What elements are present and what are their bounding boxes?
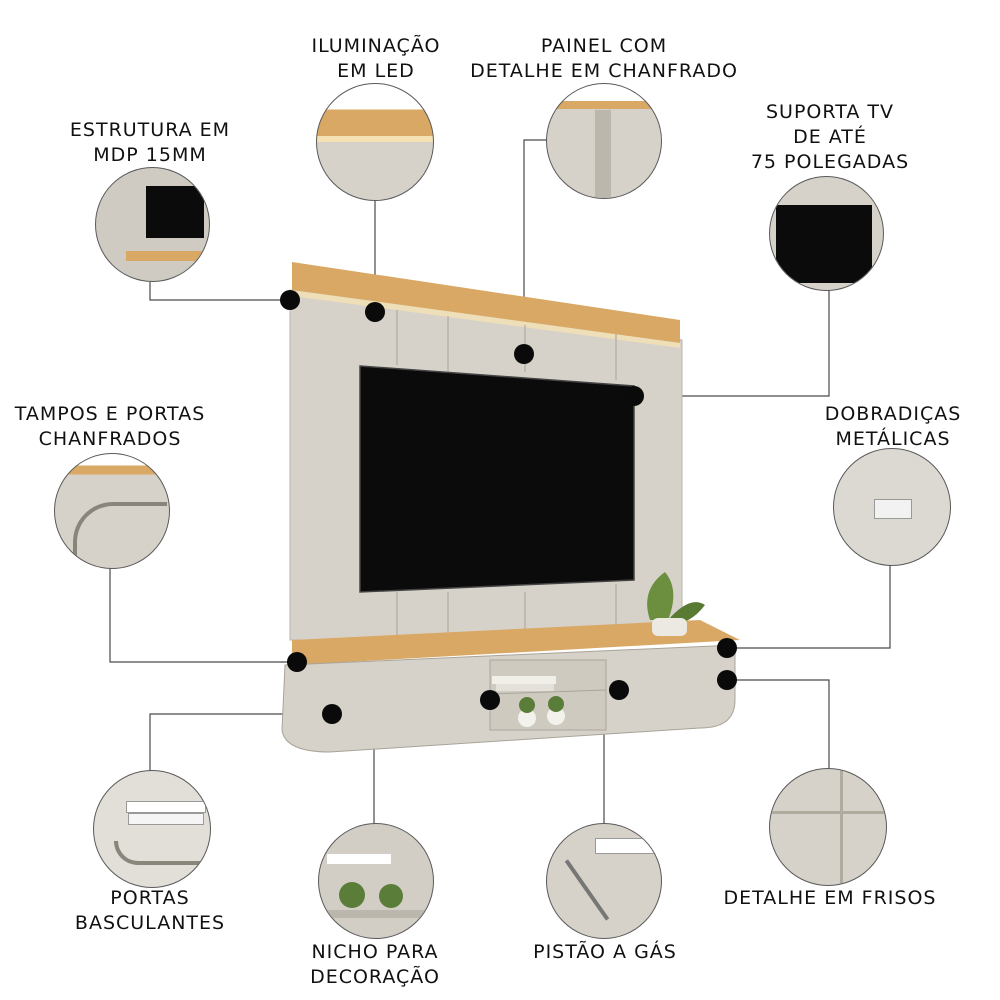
label-suporta: SUPORTA TV DE ATÉ 75 POLEGADAS	[750, 101, 910, 173]
detail-circle-iluminacao	[316, 83, 434, 201]
marker-portas	[322, 704, 342, 724]
connector-painel	[523, 139, 548, 354]
detail-circle-frisos	[769, 768, 887, 886]
wood-top-strip	[292, 262, 680, 343]
detail-circle-painel	[546, 83, 662, 199]
detail-circle-estrutura	[95, 167, 210, 282]
marker-nicho	[480, 690, 500, 710]
label-frisos: DETALHE EM FRISOS	[723, 887, 937, 909]
connector-frisos	[727, 679, 830, 770]
label-estrutura: ESTRUTURA EM MDP 15MM	[69, 119, 231, 166]
detail-circle-pistao	[546, 823, 662, 939]
label-pistao: PISTÃO A GÁS	[533, 941, 677, 963]
led-glow	[292, 290, 680, 348]
connector-tampos	[109, 565, 297, 663]
detail-circle-dobradicas	[833, 448, 951, 566]
label-portas: PORTAS BASCULANTES	[74, 887, 226, 934]
connector-portas	[149, 713, 332, 772]
detail-circle-portas	[93, 770, 211, 888]
wood-shelf	[292, 620, 740, 665]
marker-painel	[514, 344, 534, 364]
marker-suporta	[624, 386, 644, 406]
detail-circle-suporta	[769, 176, 884, 291]
tv-screen	[359, 365, 635, 593]
connector-estrutura	[149, 282, 290, 301]
marker-iluminacao	[365, 302, 385, 322]
connector-dobradicas	[727, 560, 891, 649]
label-dobradicas: DOBRADIÇAS METÁLICAS	[824, 403, 962, 450]
marker-pistao	[609, 680, 629, 700]
label-tampos: TAMPOS E PORTAS CHANFRADOS	[14, 403, 206, 450]
marker-frisos	[717, 670, 737, 690]
label-nicho: NICHO PARA DECORAÇÃO	[310, 941, 440, 988]
detail-circle-tampos	[54, 453, 170, 569]
detail-circle-nicho	[318, 823, 434, 939]
label-iluminacao: ILUMINAÇÃO EM LED	[311, 35, 441, 82]
label-painel: PAINEL COM DETALHE EM CHANFRADO	[470, 35, 738, 82]
marker-estrutura	[280, 290, 300, 310]
marker-dobradicas	[717, 638, 737, 658]
marker-tampos	[287, 652, 307, 672]
connector-suporta	[634, 270, 830, 397]
